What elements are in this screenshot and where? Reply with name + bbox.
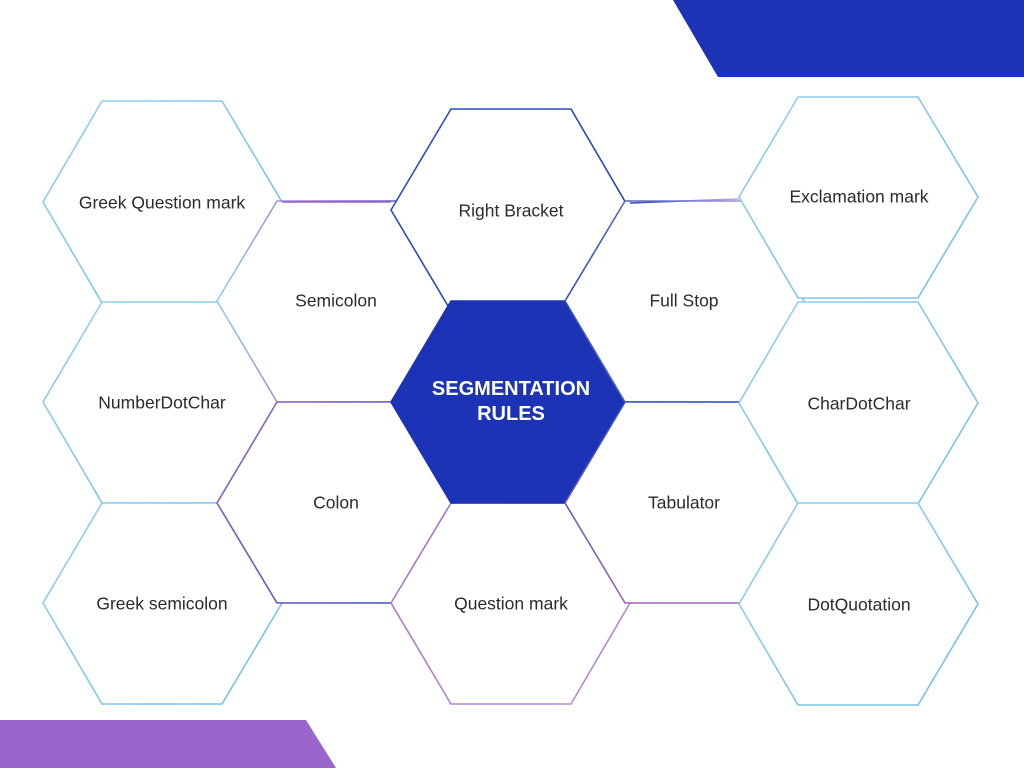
top-right-blue-banner — [673, 0, 1024, 77]
hexagon-dot-quotation[interactable] — [738, 502, 979, 706]
hexagon-exclamation-mark[interactable] — [738, 96, 979, 299]
bottom-left-purple-banner — [0, 720, 336, 768]
connector-right-bracket-exclamation — [629, 198, 740, 204]
